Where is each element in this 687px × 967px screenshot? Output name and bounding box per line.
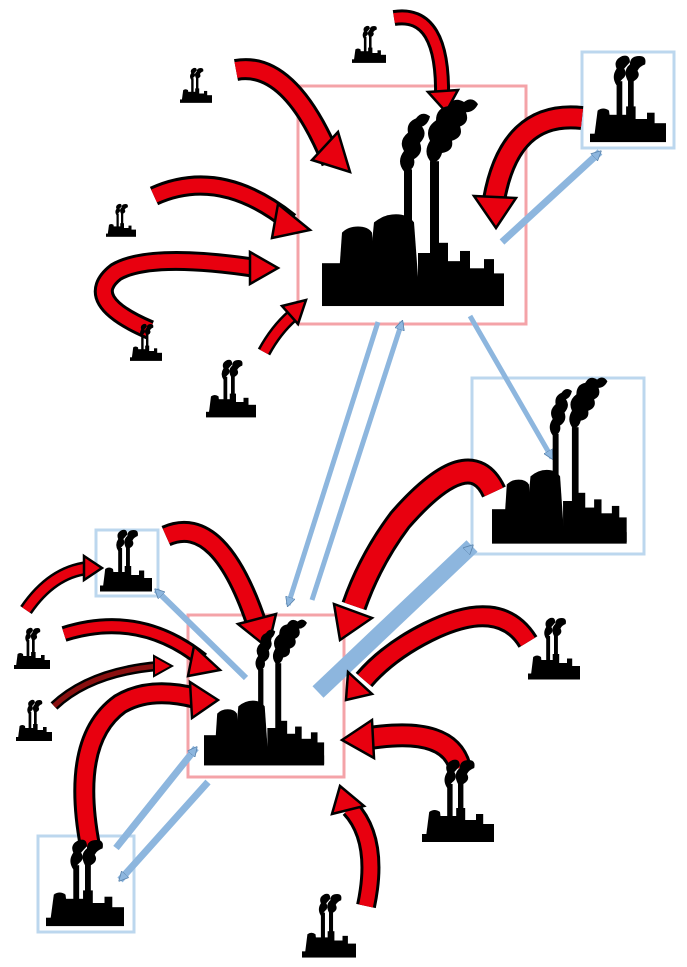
inflow-arrow xyxy=(161,520,278,651)
exchange-arrow xyxy=(288,321,381,605)
inflow-arrow xyxy=(73,679,221,849)
inflow-arrow xyxy=(50,654,175,710)
exchange-arrow xyxy=(153,587,249,681)
inflow-arrow xyxy=(20,553,105,615)
inflow-arrow xyxy=(332,458,506,643)
supplier-factory-icon xyxy=(422,759,494,842)
supplier-factory-icon xyxy=(14,627,50,669)
inflow-arrow xyxy=(257,298,308,356)
exchange-arrow xyxy=(113,748,199,851)
inflow-arrow xyxy=(392,9,461,115)
supplier-factory-icon xyxy=(206,359,256,418)
inflow-arrow xyxy=(93,249,281,340)
inflow-arrow xyxy=(149,175,313,240)
supplier-factory-icon xyxy=(528,617,580,680)
inflow-arrow xyxy=(344,605,538,702)
exchange-arrow xyxy=(467,314,555,458)
inflow-arrow xyxy=(61,618,223,678)
inflow-arrows xyxy=(20,9,584,909)
inflow-arrow xyxy=(471,105,584,231)
supplier-factory-icon xyxy=(180,67,212,103)
inflow-arrow xyxy=(234,58,352,174)
supplier-factory-icon xyxy=(302,893,356,958)
supplier-factory-icon xyxy=(16,699,52,741)
exchange-arrow xyxy=(309,322,402,601)
supplier-factory-icon xyxy=(106,203,136,237)
exchange-arrow xyxy=(117,779,211,883)
supplier-factory-icon xyxy=(352,25,386,63)
exchange-arrow xyxy=(312,540,478,698)
inflow-arrow xyxy=(339,717,472,772)
exchange-arrows xyxy=(113,149,603,883)
inflow-arrow xyxy=(330,783,381,909)
exchange-arrow xyxy=(499,149,603,245)
